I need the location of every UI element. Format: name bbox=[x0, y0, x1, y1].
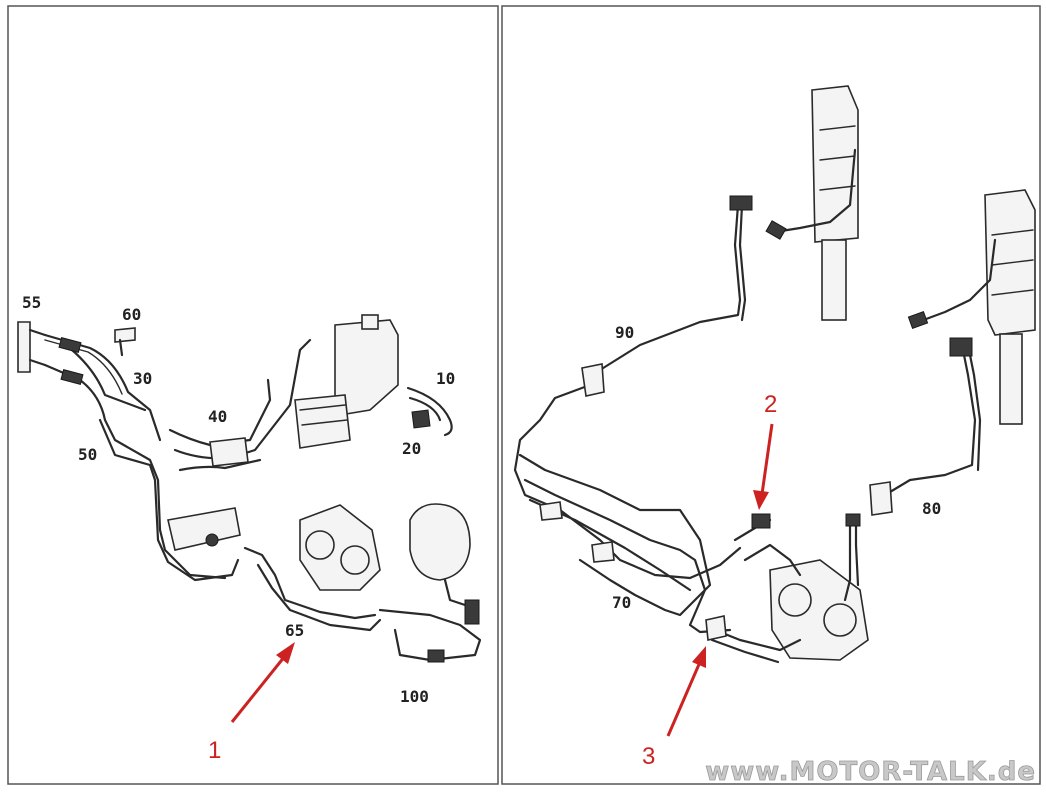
valve-block bbox=[167, 507, 241, 551]
arrowhead-2 bbox=[753, 490, 769, 510]
arrowhead-1 bbox=[276, 642, 295, 664]
part-number-label: 30 bbox=[133, 369, 152, 388]
arrowhead-3 bbox=[692, 646, 706, 668]
callout-arrow-2 bbox=[760, 423, 774, 495]
part-number-label: 100 bbox=[400, 687, 429, 706]
callout-label-3: 3 bbox=[642, 743, 655, 770]
strut-left bbox=[811, 85, 859, 243]
accumulator bbox=[409, 503, 471, 581]
left-panel-art bbox=[17, 314, 482, 663]
part-number-label: 50 bbox=[78, 445, 97, 464]
bracket-55 bbox=[17, 321, 31, 373]
watermark: www.MOTOR-TALK.de bbox=[705, 757, 1036, 787]
callout-label-2: 2 bbox=[764, 391, 777, 418]
part-number-label: 65 bbox=[285, 621, 304, 640]
part-number-label: 55 bbox=[22, 293, 41, 312]
callout-label-1: 1 bbox=[208, 737, 221, 764]
part-number-label: 60 bbox=[122, 305, 141, 324]
part-number-label: 70 bbox=[612, 593, 631, 612]
part-number-label: 40 bbox=[208, 407, 227, 426]
clamp-20 bbox=[411, 409, 431, 429]
part-number-label: 90 bbox=[615, 323, 634, 342]
left-panel-frame bbox=[7, 5, 499, 785]
part-number-label: 10 bbox=[436, 369, 455, 388]
callout-arrow-1 bbox=[230, 655, 287, 723]
callout-labels: 1 2 3 bbox=[208, 391, 777, 770]
part-number-label: 20 bbox=[402, 439, 421, 458]
bolt-60 bbox=[114, 327, 136, 343]
callout-arrow-3 bbox=[666, 661, 702, 737]
callout-arrows bbox=[230, 423, 774, 737]
part-number-label: 80 bbox=[922, 499, 941, 518]
right-panel-art bbox=[513, 85, 1036, 664]
right-panel-frame bbox=[501, 5, 1041, 785]
part-number-labels: 55 60 30 40 10 20 50 65 100 90 80 70 bbox=[22, 293, 941, 706]
